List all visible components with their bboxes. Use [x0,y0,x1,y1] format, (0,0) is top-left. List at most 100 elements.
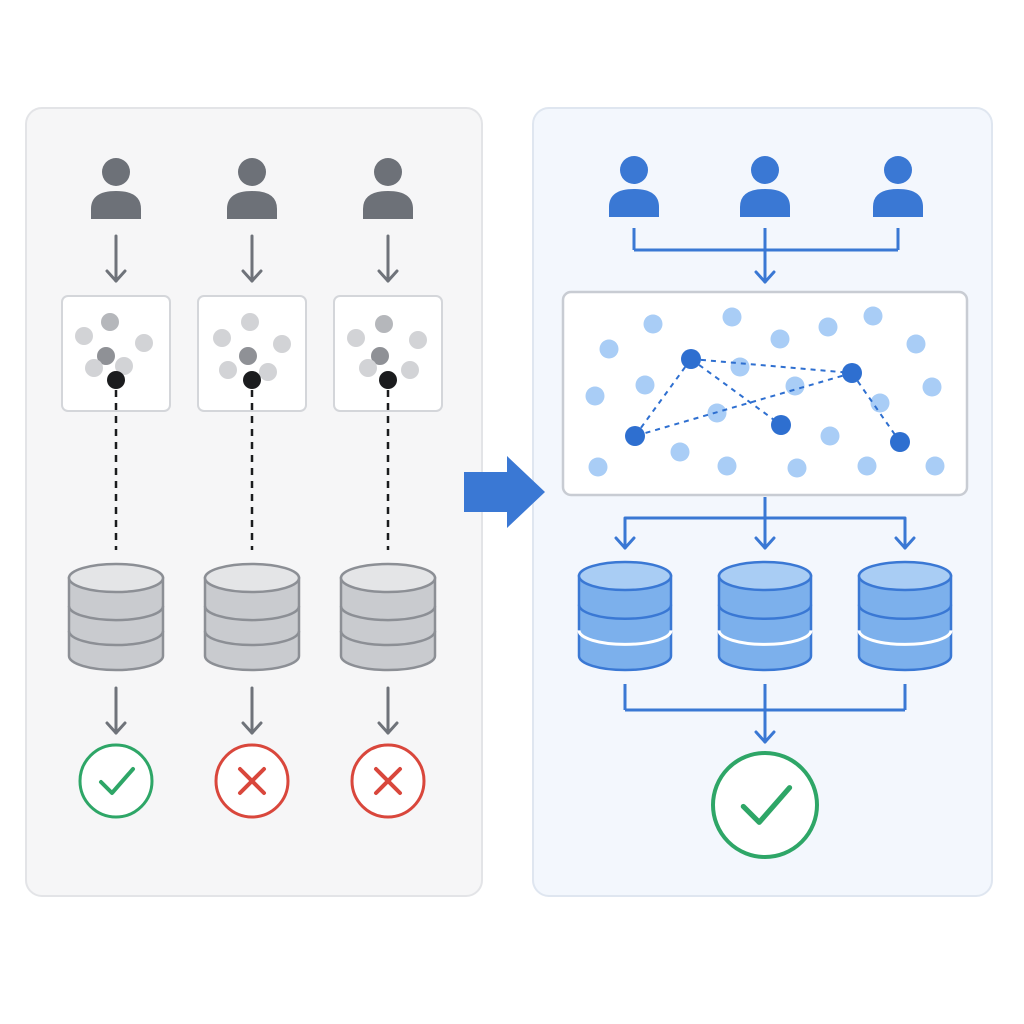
sample-point [219,361,237,379]
isolated-column-3 [333,158,443,819]
user-icon-body [91,191,141,219]
database-icon [717,560,813,672]
selected-point [379,371,397,389]
network-node [842,363,862,383]
user-icon [609,156,659,217]
network-link [634,372,853,437]
down-arrow-icon [754,516,776,550]
sample-point [359,359,377,377]
x-circle-icon [350,743,426,819]
data-point [722,307,742,327]
arrowhead [241,721,263,735]
database-body [339,576,437,672]
database-body [717,574,813,672]
down-arrow-icon [754,708,776,744]
arrowhead [754,270,776,284]
network-link [690,358,853,374]
selected-point [243,371,261,389]
user-icon [227,158,277,219]
data-point [922,377,942,397]
database-top [577,560,673,592]
database-icon [857,560,953,672]
sample-point [101,313,119,331]
scattered-points-icon [61,295,171,412]
data-point [670,442,690,462]
database-band [67,605,165,622]
selected-point [107,371,125,389]
network-node [681,349,701,369]
user-icon-head [620,156,648,184]
database-icon [67,562,165,672]
connected-points-network-icon [561,290,969,497]
down-arrow-icon [754,248,776,284]
user-icon-head [751,156,779,184]
database-band [717,604,813,621]
users-merge-connector [632,228,900,284]
status-ring [711,751,819,859]
user-icon [91,158,141,219]
database-band [203,605,301,622]
sample-point [239,347,257,365]
database-band [67,630,165,647]
user-icon [873,156,923,217]
sample-point [259,363,277,381]
data-point [585,386,605,406]
scattered-points-icon [333,295,443,412]
database-top [717,560,813,592]
database-top [339,562,437,594]
user-icon [740,156,790,217]
isolated-column-2 [197,158,307,819]
database-band [577,604,673,621]
database-top [857,560,953,592]
down-arrow-icon [241,686,263,735]
down-arrow-icon [377,686,399,735]
data-point [635,375,655,395]
database-body [577,574,673,672]
network-node [771,415,791,435]
data-point [785,376,805,396]
results-merge-connector [623,684,907,744]
database-icon [577,560,673,672]
database-band [339,630,437,647]
data-point [770,329,790,349]
data-point [643,314,663,334]
arrowhead [894,536,916,550]
status-ring [78,743,154,819]
down-arrow-icon [377,234,399,283]
sample-point [273,335,291,353]
data-point [599,339,619,359]
network-box [561,290,969,497]
user-icon-body [363,191,413,219]
database-band [717,630,813,646]
user-icon-head [374,158,402,186]
down-arrow-icon [614,516,636,550]
arrowhead [105,721,127,735]
database-band [577,630,673,646]
database-band [857,630,953,646]
arrowhead [377,269,399,283]
database-icon [339,562,437,672]
scattered-points-icon [197,295,307,412]
network-link [690,358,782,426]
sample-point [409,331,427,349]
database-band [203,630,301,647]
sample-point [115,357,133,375]
database-top [67,562,165,594]
isolated-column-1 [61,158,171,819]
arrowhead [754,536,776,550]
x-circle-icon [214,743,290,819]
down-arrow-icon [105,686,127,735]
sample-point [375,315,393,333]
checkmark-circle-icon [711,751,819,859]
data-point [906,334,926,354]
x-mark-stroke [374,767,402,795]
sample-point [241,313,259,331]
data-point [863,306,883,326]
database-top [203,562,301,594]
database-band [857,604,953,621]
data-point [857,456,877,476]
checkmark [740,785,793,825]
user-icon-head [884,156,912,184]
sample-point [401,361,419,379]
